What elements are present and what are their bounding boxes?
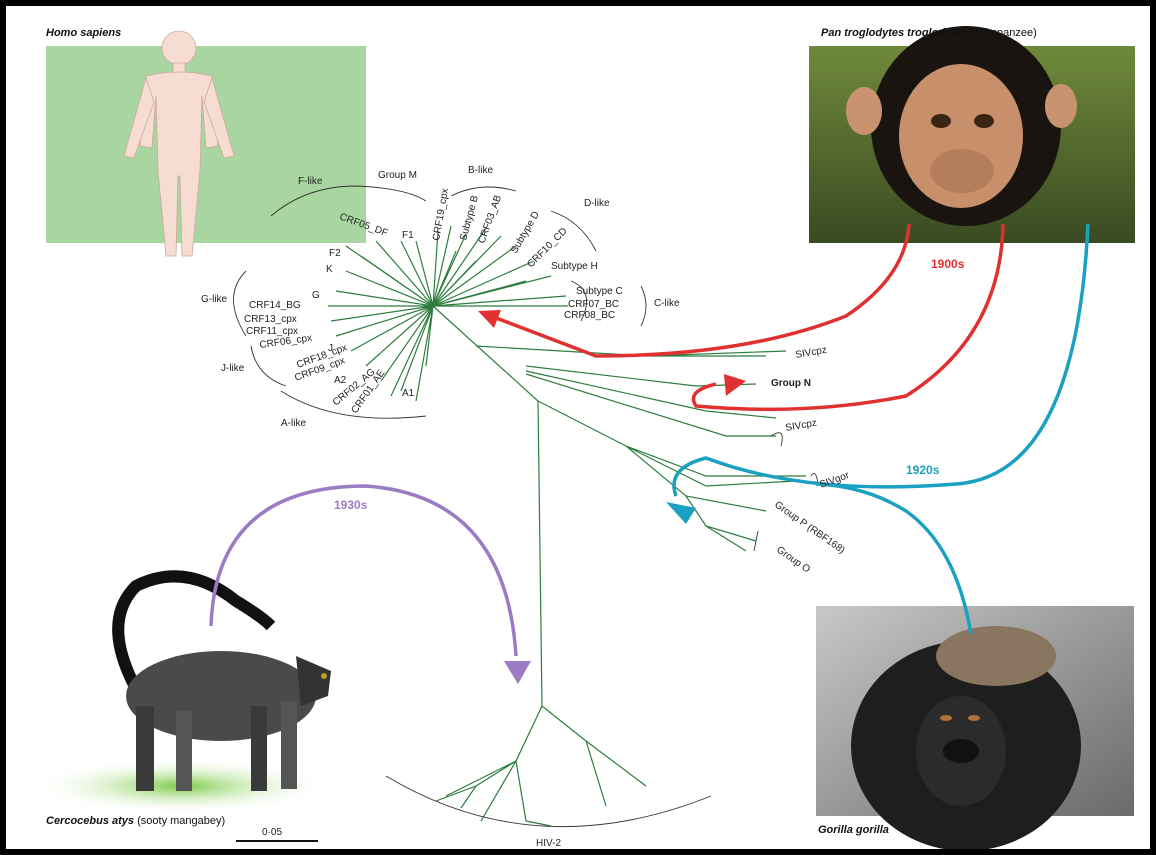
label-crf13: CRF13_cpx: [244, 314, 297, 325]
mangabey-panel: Cercocebus atys (sooty mangabey) 0·05: [31, 576, 331, 841]
era-1920s: 1920s: [906, 463, 940, 477]
label-crf19: CRF19_cpx: [431, 188, 451, 242]
label-g: G: [312, 290, 320, 301]
gorilla-panel: Gorilla gorilla: [816, 606, 1134, 849]
tree-labels: Group M B-like D-like F-like C-like G-li…: [201, 165, 851, 849]
chimp-label: Pan troglodytes troglodytes (chimpanzee): [821, 27, 1037, 39]
label-group-o: Group O: [774, 544, 812, 575]
label-subtype-d: Subtype D: [509, 210, 542, 256]
mangabey-icon: [118, 576, 331, 791]
label-d-like: D-like: [584, 198, 610, 209]
human-label: Homo sapiens: [46, 27, 121, 39]
label-crf08: CRF08_BC: [564, 310, 615, 321]
label-a1: A1: [402, 388, 415, 399]
label-subtype-h: Subtype H: [551, 261, 598, 272]
mangabey-label: Cercocebus atys (sooty mangabey): [46, 815, 225, 827]
label-hiv2: HIV-2: [536, 838, 561, 849]
arrow-head-purple: [504, 661, 531, 684]
gorilla-label: Gorilla gorilla: [818, 824, 889, 836]
label-b-like: B-like: [468, 165, 493, 176]
label-group-m: Group M: [378, 170, 417, 181]
label-a-like: A-like: [281, 418, 306, 429]
label-f2: F2: [329, 248, 341, 259]
label-sivcpz-1: SIVcpz: [795, 345, 828, 361]
label-f-like: F-like: [298, 176, 323, 187]
label-sivcpz-2: SIVcpz: [785, 418, 818, 434]
era-1930s: 1930s: [334, 498, 368, 512]
label-crf14: CRF14_BG: [249, 300, 301, 311]
label-c-like: C-like: [654, 298, 680, 309]
label-k: K: [326, 264, 333, 275]
label-subtype-b: Subtype B: [458, 194, 481, 242]
label-crf07: CRF07_BC: [568, 299, 619, 310]
diagram-frame: Homo sapiens Pan troglodytes troglodytes…: [6, 6, 1150, 849]
phylogeny-diagram: Homo sapiens Pan troglodytes troglodytes…: [6, 6, 1150, 849]
label-g-like: G-like: [201, 294, 228, 305]
label-subtype-c: Subtype C: [576, 286, 623, 297]
label-j-like: J-like: [221, 363, 245, 374]
label-f1: F1: [402, 230, 414, 241]
label-a2: A2: [334, 375, 347, 386]
chimp-panel: Pan troglodytes troglodytes (chimpanzee): [809, 26, 1135, 243]
human-panel: Homo sapiens: [46, 27, 366, 256]
era-1900s: 1900s: [931, 257, 965, 271]
label-group-n: Group N: [771, 378, 811, 389]
chimp-to-gorilla-arrow: [674, 224, 1088, 496]
scale-label: 0·05: [262, 827, 282, 838]
